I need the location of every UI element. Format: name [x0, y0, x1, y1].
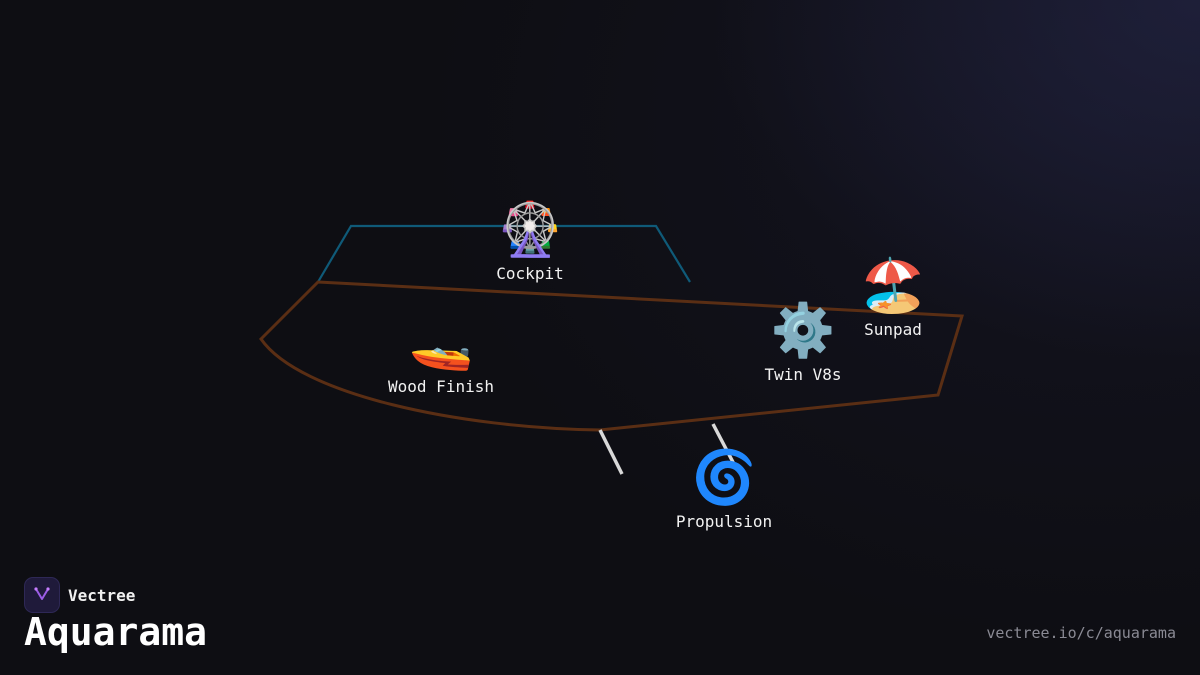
page-title: Aquarama [24, 610, 208, 654]
node-wood-finish[interactable]: 🚤 Wood Finish [388, 313, 494, 396]
windshield-outline [317, 224, 691, 283]
cyclone-icon: 🌀 [691, 448, 757, 508]
brand[interactable]: Vectree [24, 577, 135, 613]
page-url[interactable]: vectree.io/c/aquarama [986, 624, 1176, 642]
vectree-logo-icon [24, 577, 60, 613]
gear-icon: ⚙️ [770, 301, 836, 361]
node-label-wood-finish: Wood Finish [388, 377, 494, 396]
node-cockpit[interactable]: 🎡 Cockpit [496, 200, 563, 283]
node-label-propulsion: Propulsion [675, 512, 773, 531]
node-label-cockpit: Cockpit [496, 264, 564, 283]
node-twin-v8s[interactable]: ⚙️ Twin V8s [764, 301, 841, 384]
node-label-twin-v8s: Twin V8s [764, 365, 842, 384]
node-propulsion[interactable]: 🌀 Propulsion [676, 448, 772, 531]
node-label-sunpad: Sunpad [864, 320, 922, 339]
hull-outline [259, 280, 964, 432]
speedboat-icon: 🚤 [408, 313, 474, 373]
strut-left [598, 429, 624, 475]
brand-name: Vectree [68, 585, 136, 605]
strut-right [711, 423, 737, 467]
beach-umbrella-icon: 🏖️ [860, 256, 926, 316]
node-sunpad[interactable]: 🏖️ Sunpad [861, 256, 926, 339]
ferris-wheel-icon: 🎡 [497, 200, 563, 260]
